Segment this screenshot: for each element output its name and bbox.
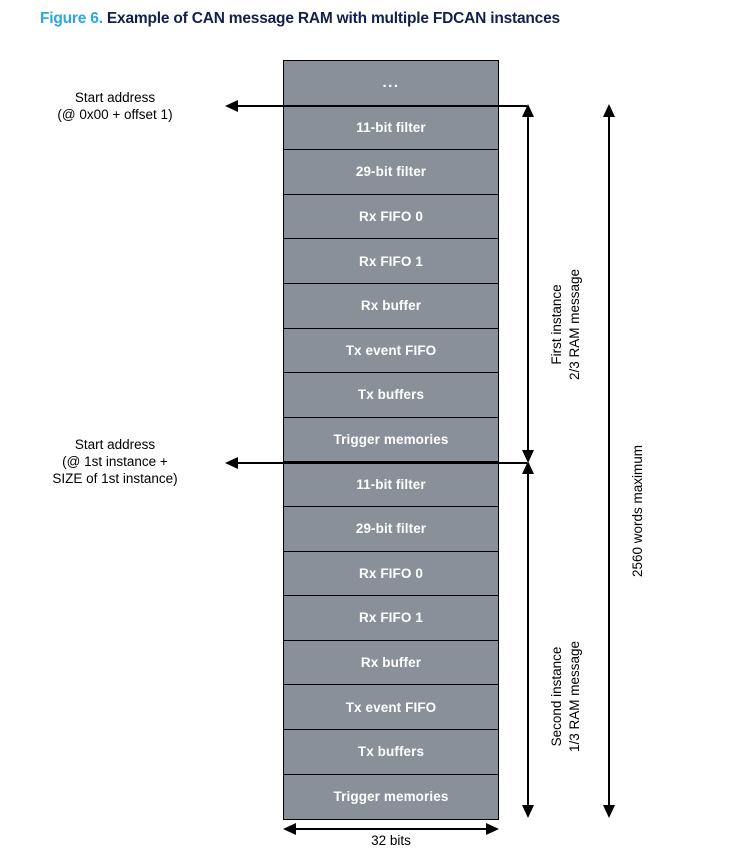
total-span-line [608, 112, 610, 812]
start-address-label-second-instance: Start address (@ 1st instance + SIZE of … [10, 436, 220, 487]
first-instance-span-line-2: 2/3 RAM message [567, 268, 582, 380]
start-address-pointer-line-first [237, 105, 527, 107]
bit-width-arrowhead-left [283, 823, 296, 835]
start-address-arrowhead-second [225, 457, 238, 469]
memory-block: 29-bit filter [284, 150, 498, 195]
start-address-pointer-line-second [237, 462, 527, 464]
start-address-line-2: (@ 0x00 + offset 1) [57, 107, 173, 122]
second-instance-span-line [527, 469, 529, 812]
bit-width-arrowhead-right [486, 823, 499, 835]
memory-block: 11-bit filter [284, 462, 498, 507]
second-instance-span-arrowhead-bottom [522, 805, 534, 818]
memory-block: Tx event FIFO [284, 328, 498, 374]
second-instance-span-label: Second instance 1/3 RAM message [548, 641, 584, 752]
start-address-line-1: Start address [74, 90, 156, 105]
first-instance-span-line-1: First instance [549, 284, 564, 365]
memory-block: Tx buffers [284, 373, 498, 418]
memory-block: Rx FIFO 0 [284, 194, 498, 240]
memory-block: Trigger memories [284, 774, 498, 820]
memory-block: 11-bit filter [284, 105, 498, 151]
total-span-arrowhead-top [603, 104, 615, 117]
total-span-label-text: 2560 words maximum [630, 444, 645, 577]
first-instance-span-label: First instance 2/3 RAM message [548, 269, 584, 380]
bit-width-label: 32 bits [371, 833, 411, 848]
memory-block: Tx event FIFO [284, 685, 498, 730]
memory-block: Trigger memories [284, 417, 498, 463]
memory-block: Tx buffers [284, 729, 498, 775]
memory-block: Rx FIFO 0 [284, 551, 498, 597]
memory-block: Rx buffer [284, 283, 498, 329]
total-span-label: 2560 words maximum [629, 445, 647, 577]
second-instance-span-arrowhead-top [522, 461, 534, 474]
bit-width-line [295, 828, 487, 830]
first-instance-span-arrowhead-bottom [522, 450, 534, 463]
figure-caption: Figure 6. Example of CAN message RAM wit… [40, 10, 560, 28]
first-instance-span-line [527, 112, 529, 457]
memory-block: ... [284, 61, 498, 106]
figure-number: Figure 6. [40, 10, 103, 27]
second-instance-span-line-1: Second instance [549, 646, 564, 747]
memory-block: Rx FIFO 1 [284, 239, 498, 284]
second-instance-span-line-2: 1/3 RAM message [567, 640, 582, 752]
start-address-arrowhead-first [225, 100, 238, 112]
start-address-2-line-2: (@ 1st instance + [62, 454, 168, 469]
memory-block: 29-bit filter [284, 506, 498, 552]
total-span-arrowhead-bottom [603, 805, 615, 818]
figure-title: Example of CAN message RAM with multiple… [106, 10, 560, 27]
start-address-2-line-1: Start address [74, 437, 156, 452]
memory-block: Rx buffer [284, 640, 498, 686]
first-instance-span-arrowhead-top [522, 104, 534, 117]
start-address-2-line-3: SIZE of 1st instance) [52, 471, 178, 486]
start-address-label-first-instance: Start address (@ 0x00 + offset 1) [10, 89, 220, 123]
memory-block: Rx FIFO 1 [284, 596, 498, 641]
